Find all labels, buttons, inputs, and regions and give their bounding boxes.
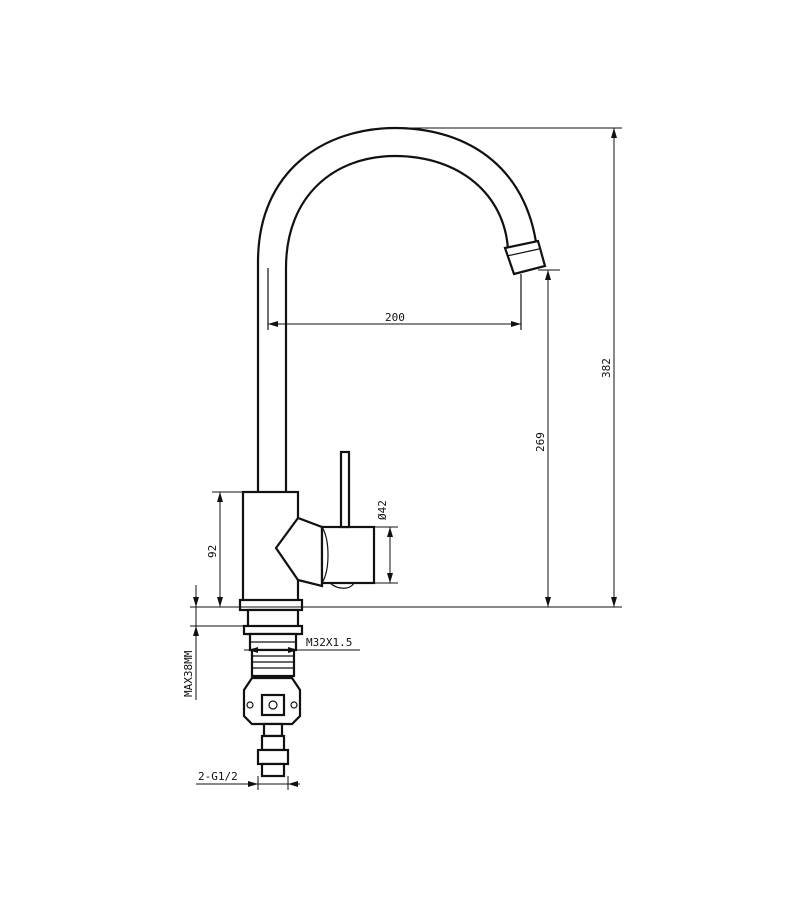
dim-body-height <box>212 491 243 607</box>
dim-max-thickness-label: MAX38MM <box>182 650 195 697</box>
faucet-body <box>238 450 376 612</box>
dim-connection <box>196 776 300 790</box>
handle-lever <box>339 450 351 529</box>
dim-thread-label: M32X1.5 <box>306 636 352 649</box>
dim-connection-label: 2-G1/2 <box>198 770 238 783</box>
mounting-hardware <box>242 608 304 778</box>
dim-reach-label: 200 <box>385 311 405 324</box>
dim-total-height <box>395 127 622 607</box>
dim-spout-height <box>538 269 560 607</box>
dim-thread <box>244 647 360 653</box>
dim-lever-diameter <box>374 526 398 584</box>
dim-reach <box>268 321 521 327</box>
dim-body-height-label: 92 <box>206 545 219 558</box>
dim-max-thickness <box>190 585 244 700</box>
dim-total-height-label: 382 <box>600 358 613 378</box>
dim-spout-height-label: 269 <box>534 432 547 452</box>
dim-lever-diameter-label: Ø42 <box>376 500 389 520</box>
spout <box>256 126 547 492</box>
